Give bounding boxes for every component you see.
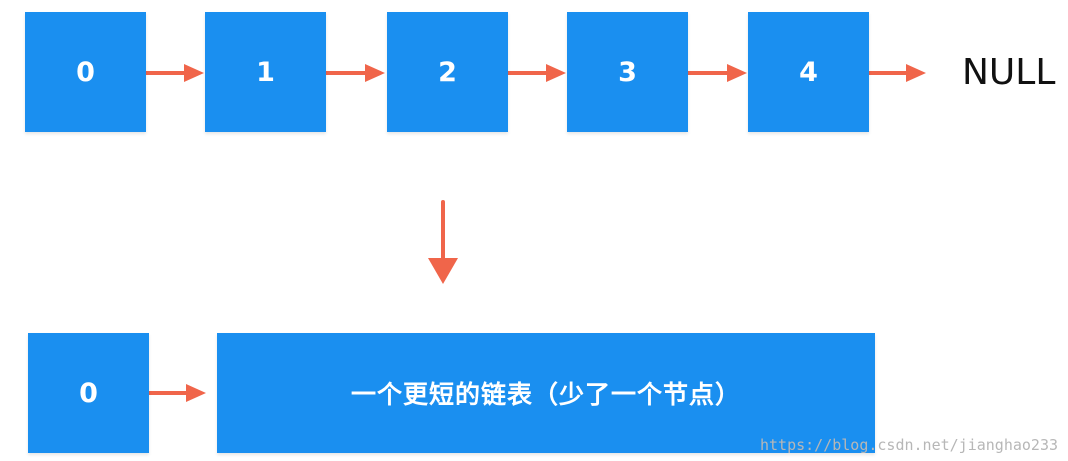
watermark-text: https://blog.csdn.net/jianghao233	[759, 436, 1058, 454]
node-0: 0	[25, 12, 146, 132]
node-1: 1	[205, 12, 326, 132]
arrow-2-to-3-head	[546, 64, 566, 82]
down-arrow-head	[428, 258, 458, 284]
arrow-0-to-1-head	[184, 64, 204, 82]
shorter-list-block: 一个更短的链表（少了一个节点）	[217, 333, 875, 453]
arrow-head-to-rest-head	[186, 384, 206, 402]
bottom-head-node: 0	[28, 333, 149, 453]
arrow-3-to-4-head	[727, 64, 747, 82]
null-terminal-label: NULL	[962, 52, 1056, 93]
arrow-4-to-null-head	[906, 64, 926, 82]
arrow-1-to-2-head	[365, 64, 385, 82]
node-3: 3	[567, 12, 688, 132]
node-2: 2	[387, 12, 508, 132]
node-4: 4	[748, 12, 869, 132]
